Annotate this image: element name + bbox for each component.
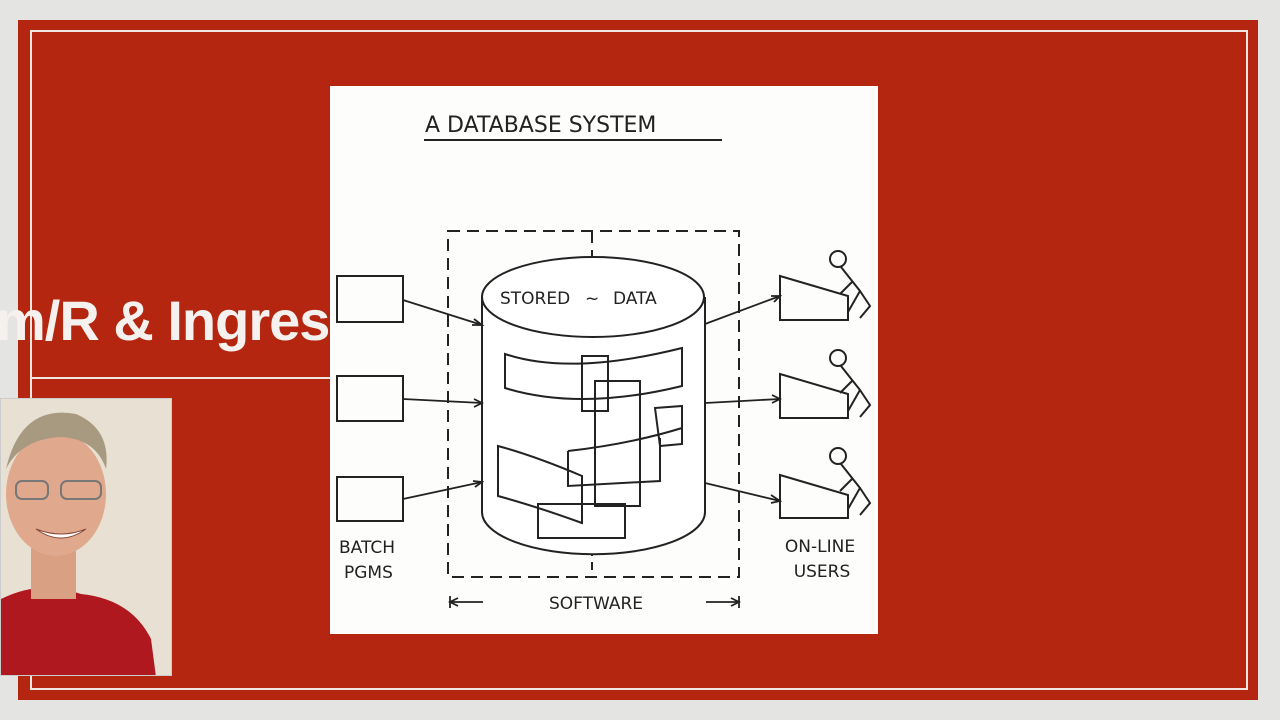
presenter-portrait: [1, 399, 171, 675]
software-span-arrows: [447, 596, 742, 608]
presenter-webcam: [0, 398, 172, 676]
batch-program-box: [336, 375, 404, 422]
online-user-terminal: [779, 349, 872, 419]
users-label: USERS: [794, 562, 851, 582]
pgms-label: PGMS: [344, 563, 393, 583]
title-divider: [30, 377, 330, 379]
batch-program-box: [336, 476, 404, 522]
online-user-terminal: [779, 250, 872, 321]
batch-program-box: [336, 275, 404, 323]
database-system-diagram: A DATABASE SYSTEM STORED ~ DATA: [330, 86, 878, 634]
slide-frame-border: [30, 30, 1248, 690]
stored-data-cylinder: [481, 256, 706, 556]
software-boundary: [447, 230, 740, 578]
online-user-terminal: [779, 447, 872, 519]
software-label: SOFTWARE: [549, 594, 643, 614]
stored-label: STORED: [500, 289, 570, 309]
data-label: DATA: [613, 289, 657, 309]
diagram-title: A DATABASE SYSTEM: [425, 113, 656, 138]
stored-data-separator: ~: [585, 289, 599, 309]
online-label: ON-LINE: [785, 537, 855, 557]
batch-label: BATCH: [339, 538, 395, 558]
slide-title: m/R & Ingres: [0, 289, 330, 352]
